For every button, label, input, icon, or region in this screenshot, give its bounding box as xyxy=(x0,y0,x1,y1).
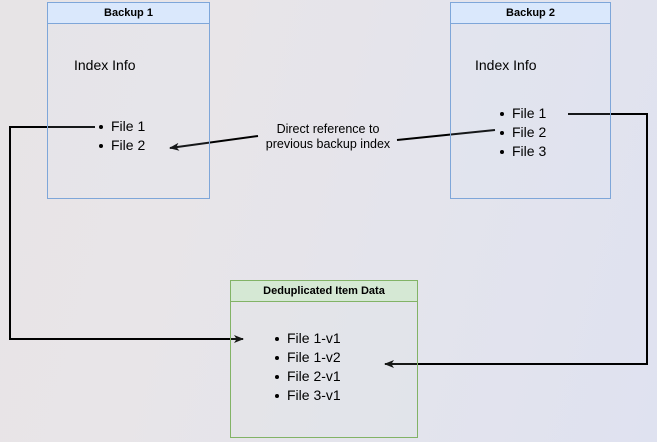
backup-2-file-list: File 1 File 2 File 3 xyxy=(499,104,546,161)
node-backup-1-header: Backup 1 xyxy=(47,2,210,24)
list-item: File 1-v2 xyxy=(274,348,341,367)
list-item: File 3 xyxy=(499,142,546,161)
list-item: File 2 xyxy=(98,136,145,155)
list-item: File 3-v1 xyxy=(274,386,341,405)
node-deduplicated-item-data[interactable]: Deduplicated Item Data File 1-v1 File 1-… xyxy=(230,280,418,438)
node-backup-2-header: Backup 2 xyxy=(450,2,611,24)
list-item: File 2-v1 xyxy=(274,367,341,386)
node-deduplicated-item-data-header: Deduplicated Item Data xyxy=(230,280,418,302)
list-item: File 1-v1 xyxy=(274,329,341,348)
backup-1-index-info-label: Index Info xyxy=(74,57,136,73)
node-backup-1[interactable]: Backup 1 Index Info File 1 File 2 xyxy=(47,2,210,199)
backup-1-file-list: File 1 File 2 xyxy=(98,117,145,155)
backup-2-index-info-label: Index Info xyxy=(475,57,537,73)
annotation-direct-reference: Direct reference to previous backup inde… xyxy=(265,122,391,151)
node-backup-2-body: Index Info File 1 File 2 File 3 xyxy=(450,24,611,199)
deduplicated-file-list: File 1-v1 File 1-v2 File 2-v1 File 3-v1 xyxy=(274,329,341,405)
list-item: File 1 xyxy=(98,117,145,136)
node-backup-2[interactable]: Backup 2 Index Info File 1 File 2 File 3 xyxy=(450,2,611,199)
list-item: File 2 xyxy=(499,123,546,142)
node-deduplicated-item-data-body: File 1-v1 File 1-v2 File 2-v1 File 3-v1 xyxy=(230,302,418,438)
list-item: File 1 xyxy=(499,104,546,123)
node-backup-1-body: Index Info File 1 File 2 xyxy=(47,24,210,199)
